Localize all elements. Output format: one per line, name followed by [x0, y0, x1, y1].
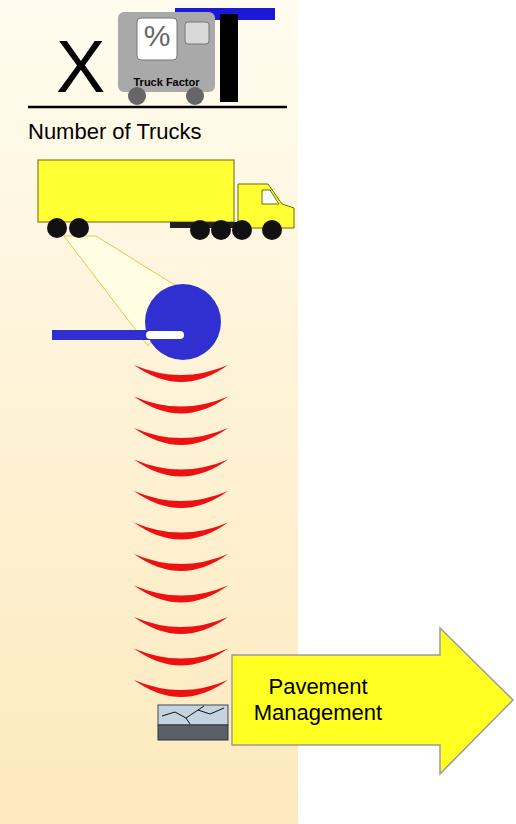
icon-caption: Truck Factor [118, 76, 215, 89]
wheel [211, 220, 231, 240]
pavement-base [158, 725, 228, 740]
gauge-circle [145, 284, 221, 360]
load-wave [134, 523, 228, 540]
truck-factor-icon: % Truck Factor [115, 2, 220, 107]
wheel [69, 218, 89, 238]
truck-window [185, 22, 209, 44]
load-wave [134, 617, 228, 634]
truck-factor-icon-outline [115, 2, 220, 107]
yellow-truck [38, 160, 294, 240]
load-wave [134, 586, 228, 603]
load-wave [134, 554, 228, 571]
wheel [47, 218, 67, 238]
multiply-sign: X [56, 30, 105, 104]
wheel [190, 220, 210, 240]
arrow-shape [232, 628, 513, 774]
load-waves [134, 365, 228, 697]
load-wave [134, 365, 228, 382]
wheel [232, 220, 252, 240]
load-wave [134, 649, 228, 666]
load-wave [134, 397, 228, 414]
pavement-management-arrow: Pavement Management [230, 626, 516, 778]
truck-window [137, 18, 177, 60]
load-wave [134, 428, 228, 445]
t-stem [220, 14, 238, 102]
gauge-bar [52, 330, 162, 340]
fraction-line [28, 106, 287, 109]
truck-body [118, 12, 215, 92]
load-wave [134, 680, 228, 697]
pavement-slab [158, 705, 228, 740]
load-wave [134, 491, 228, 508]
trailer [38, 160, 234, 222]
truck-wheel [186, 87, 204, 105]
wheel [262, 220, 282, 240]
axis-label: Number of Trucks [28, 121, 202, 143]
cab-window [262, 190, 279, 204]
pavement-surface [158, 705, 228, 725]
percent-sign: % [137, 18, 177, 54]
gauge-slot [146, 331, 184, 339]
truck-wheel [128, 87, 146, 105]
arrow-text: Pavement Management [238, 674, 398, 727]
load-wave [134, 460, 228, 477]
crack [162, 706, 224, 724]
